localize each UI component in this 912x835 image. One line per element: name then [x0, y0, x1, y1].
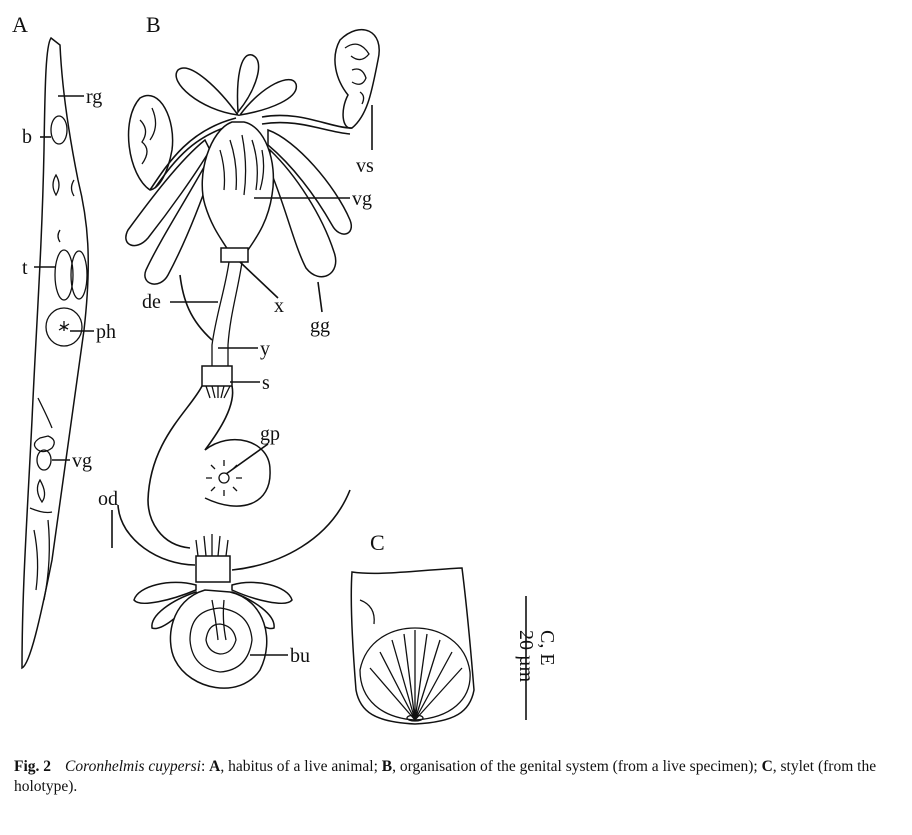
label-b-gp: gp	[260, 423, 280, 445]
bursa	[169, 589, 268, 689]
vesicula-granulorum	[201, 121, 275, 251]
panel-a-habitus	[21, 36, 94, 670]
label-b-de: de	[142, 291, 161, 313]
brain	[50, 115, 68, 145]
panel-c-stylet	[350, 567, 475, 725]
panel-letter-a: A	[12, 12, 28, 37]
caption-text-a: , habitus of a live animal;	[220, 758, 382, 775]
caption-text-c: , stylet (from the holotype).	[14, 758, 877, 795]
panel-letter-b: B	[146, 12, 161, 37]
caption-sep: :	[200, 758, 210, 775]
label-a-b: b	[22, 126, 32, 148]
caption-key-b: B	[381, 758, 393, 775]
scale-bar-length: 20 µm	[515, 630, 537, 683]
testis-right	[70, 250, 88, 300]
label-b-od: od	[98, 488, 118, 510]
caption-species: Coronhelmis cuypersi	[65, 758, 201, 775]
label-a-rg: rg	[86, 86, 102, 108]
label-b-bu: bu	[290, 645, 310, 667]
caption-key-c: C	[761, 758, 773, 775]
label-b-gg: gg	[310, 315, 330, 337]
label-b-s: s	[262, 372, 270, 394]
caption-text-b: , organisation of the genital system (fr…	[392, 758, 762, 775]
panel-letter-c: C	[370, 530, 385, 555]
label-b-y: y	[260, 338, 270, 360]
scale-bar-label: C, E	[536, 630, 558, 666]
figure-caption: Fig. 2 Coronhelmis cuypersi: A, habitus o…	[14, 757, 898, 797]
figure-drawing: A B C rg b t ph vg	[12, 12, 558, 725]
panel-b-genital-system	[111, 29, 380, 689]
label-b-vg: vg	[352, 188, 372, 210]
label-b-vs: vs	[356, 155, 374, 177]
label-a-t: t	[22, 257, 28, 279]
vesicula-granulorum-a	[36, 449, 52, 471]
seminal-vesicle-left	[127, 94, 174, 191]
pharynx	[45, 307, 83, 347]
label-b-x: x	[274, 295, 284, 317]
caption-fig-number: Fig. 2	[14, 758, 52, 775]
caption-key-a: A	[209, 758, 221, 775]
testis-left	[54, 249, 74, 301]
label-a-ph: ph	[96, 321, 116, 343]
label-a-vg: vg	[72, 450, 92, 472]
